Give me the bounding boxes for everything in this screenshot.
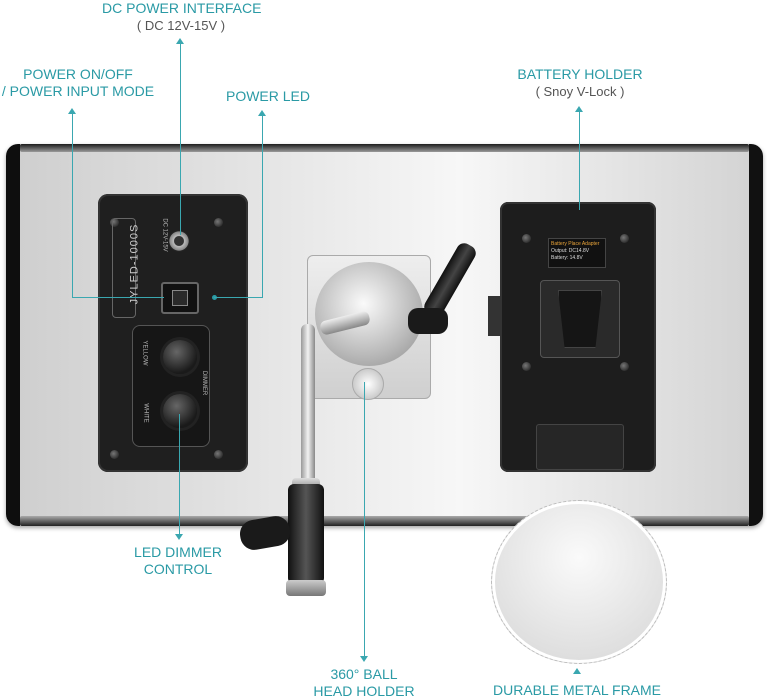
callout-power-switch-line2: / POWER INPUT MODE [1, 83, 155, 99]
callout-power-led: POWER LED [222, 88, 314, 105]
callout-dc-power: DC POWER INTERFACE ( DC 12V-15V ) [102, 0, 262, 34]
arrow-up-icon [258, 110, 266, 116]
arrow-up-icon [575, 106, 583, 112]
callout-frame: DURABLE METAL FRAME [488, 682, 666, 699]
mount-ball-socket [315, 262, 423, 366]
callout-dc-power-sub: ( DC 12V-15V ) [136, 18, 226, 33]
battery-holder-latch [488, 296, 502, 336]
leader-power-switch-h [72, 297, 164, 298]
battery-adapter-label: Battery Place Adapter Output: DC14.8V Ba… [548, 238, 606, 268]
leader-dc-power [180, 40, 181, 235]
screw-icon [110, 450, 119, 459]
yellow-label: YELLOW [141, 340, 148, 366]
screw-icon [620, 234, 629, 243]
ball-head-base [286, 580, 326, 596]
arrow-up-icon [573, 668, 581, 674]
v-lock-slot [558, 290, 602, 348]
callout-ball-head: 360° BALL HEAD HOLDER [306, 666, 422, 700]
leader-battery-holder [579, 108, 580, 210]
white-label: WHITE [142, 403, 149, 423]
arrow-up-icon [68, 108, 76, 114]
callout-dimmer-line1: LED DIMMER [134, 544, 222, 560]
callout-dc-power-title: DC POWER INTERFACE [102, 0, 262, 16]
ball-head-rod [301, 324, 315, 492]
callout-power-switch: POWER ON/OFF / POWER INPUT MODE [0, 66, 156, 100]
screw-icon [214, 450, 223, 459]
white-dimmer-knob[interactable] [163, 394, 197, 428]
screw-icon [620, 362, 629, 371]
screw-icon [522, 234, 531, 243]
yellow-dimmer-knob[interactable] [163, 340, 197, 374]
mount-screw [352, 368, 384, 400]
leader-power-led-v [262, 112, 263, 298]
screw-icon [522, 362, 531, 371]
arrow-down-icon [360, 656, 368, 662]
callout-ball-head-line2: HEAD HOLDER [313, 683, 415, 699]
callout-power-switch-line1: POWER ON/OFF [23, 66, 133, 82]
arrow-down-icon [175, 534, 183, 540]
callout-frame-title: DURABLE METAL FRAME [492, 682, 662, 698]
callout-ball-head-line1: 360° BALL [330, 666, 398, 682]
lock-lever-knob[interactable] [408, 308, 448, 334]
model-label-strip [112, 218, 136, 318]
callout-battery-holder-sub: ( Snoy V-Lock ) [535, 84, 625, 99]
arrow-up-icon [176, 38, 184, 44]
battery-label-battery: Battery: 14.8V [551, 255, 583, 261]
battery-label-title: Battery Place Adapter [551, 241, 600, 247]
dimmer-label: DIMMER [201, 370, 208, 396]
leader-dimmer [179, 414, 180, 536]
screw-icon [110, 218, 119, 227]
dc-voltage-label: DC 12V-15V [161, 218, 168, 252]
leader-power-switch-v [72, 110, 73, 298]
power-switch[interactable] [161, 282, 199, 314]
ball-head-holder [288, 484, 324, 584]
rocker-icon [172, 290, 188, 306]
leader-ball-head [364, 382, 365, 658]
callout-battery-holder-title: BATTERY HOLDER [517, 66, 643, 82]
leader-power-led-h [214, 297, 263, 298]
callout-battery-holder: BATTERY HOLDER ( Snoy V-Lock ) [512, 66, 648, 100]
callout-dimmer-line2: CONTROL [143, 561, 213, 577]
dc-power-jack[interactable] [168, 230, 190, 252]
metal-frame-closeup [491, 500, 667, 664]
callout-power-led-title: POWER LED [225, 88, 310, 104]
model-name: JYLED-1000S [128, 223, 141, 305]
battery-contacts [536, 424, 624, 470]
screw-icon [214, 218, 223, 227]
battery-label-output: Output: DC14.8V [551, 248, 590, 254]
callout-dimmer: LED DIMMER CONTROL [124, 544, 232, 578]
